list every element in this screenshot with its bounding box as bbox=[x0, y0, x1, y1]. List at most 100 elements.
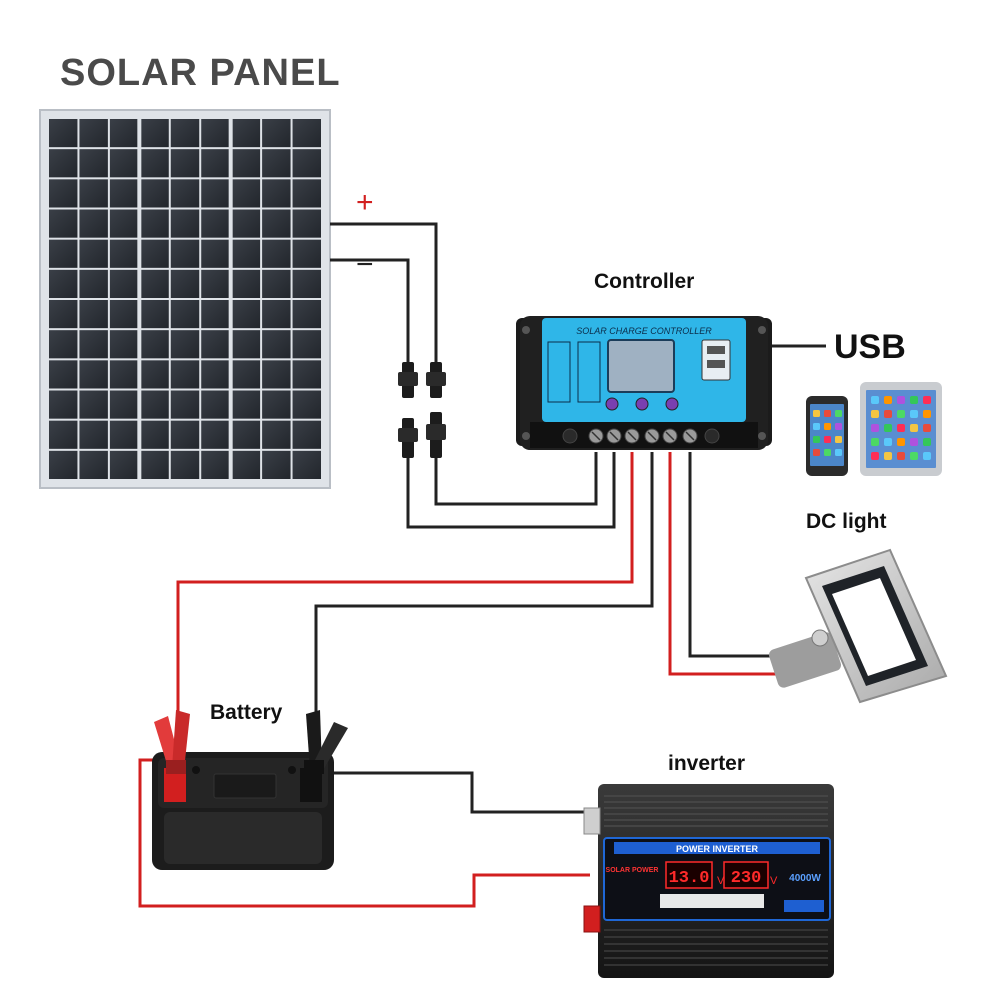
solar-cell bbox=[170, 330, 200, 359]
solar-cell bbox=[79, 119, 108, 148]
mc4-connector-left-bottom bbox=[398, 418, 418, 458]
app-icon bbox=[910, 396, 918, 404]
app-icon bbox=[835, 436, 842, 443]
solar-cell bbox=[231, 269, 261, 298]
solar-cell bbox=[79, 239, 108, 268]
solar-cell bbox=[79, 149, 108, 178]
app-icon bbox=[835, 410, 842, 417]
solar-cell bbox=[109, 269, 139, 298]
panel-busbar bbox=[228, 118, 233, 480]
panel-negative-wire bbox=[330, 258, 410, 362]
solar-cell bbox=[262, 179, 291, 208]
app-icon bbox=[824, 449, 831, 456]
mc4-connector-right-top bbox=[426, 362, 446, 398]
terminal-slot bbox=[627, 431, 637, 441]
solar-cell bbox=[292, 330, 321, 359]
app-icon bbox=[813, 423, 820, 430]
inverter-negative-wire bbox=[320, 771, 590, 814]
light-positive-wire bbox=[668, 452, 780, 676]
inverter-brand: SOLAR POWER bbox=[606, 867, 659, 874]
solar-cell bbox=[262, 239, 291, 268]
controller-button-menu[interactable] bbox=[605, 397, 619, 411]
controller-button-up[interactable] bbox=[665, 397, 679, 411]
solar-cell bbox=[170, 420, 200, 449]
battery-positive-terminal bbox=[164, 768, 186, 802]
app-icon bbox=[835, 449, 842, 456]
controller-icon-panel-2 bbox=[577, 341, 601, 403]
solar-cell bbox=[201, 360, 230, 389]
solar-cell bbox=[231, 119, 261, 148]
app-icon bbox=[824, 423, 831, 430]
app-icon bbox=[910, 452, 918, 460]
controller-button-down[interactable] bbox=[635, 397, 649, 411]
solar-cell bbox=[262, 420, 291, 449]
solar-cell bbox=[140, 119, 169, 148]
solar-cell bbox=[170, 390, 200, 419]
app-icon bbox=[884, 410, 892, 418]
solar-cell bbox=[109, 330, 139, 359]
inverter-power-rating: 4000W bbox=[789, 873, 821, 884]
controller-pv-negative-wire bbox=[406, 452, 616, 529]
app-icon bbox=[923, 410, 931, 418]
solar-cell bbox=[292, 390, 321, 419]
solar-cell bbox=[231, 390, 261, 419]
solar-cell bbox=[140, 269, 169, 298]
solar-cell bbox=[231, 300, 261, 329]
solar-cell bbox=[140, 360, 169, 389]
solar-cell bbox=[292, 420, 321, 449]
power-inverter: POWER INVERTER SOLAR POWER 13.0 V 230 V … bbox=[583, 784, 834, 978]
solar-cell bbox=[79, 179, 108, 208]
battery bbox=[152, 752, 334, 870]
negative-sign: − bbox=[356, 248, 374, 281]
usb-label: USB bbox=[834, 328, 906, 366]
solar-cell bbox=[79, 450, 108, 479]
panel-busbar bbox=[137, 118, 142, 480]
phone-app-grid bbox=[813, 410, 842, 456]
solar-cell bbox=[109, 209, 139, 238]
solar-cell bbox=[201, 450, 230, 479]
solar-cell bbox=[49, 119, 78, 148]
inverter-output-voltage: 230 bbox=[731, 869, 762, 888]
solar-cell bbox=[170, 360, 200, 389]
charge-controller: SOLAR CHARGE CONTROLLER bbox=[516, 316, 772, 450]
app-icon bbox=[884, 396, 892, 404]
solar-cell bbox=[140, 300, 169, 329]
solar-cell bbox=[201, 119, 230, 148]
solar-cell bbox=[292, 300, 321, 329]
controller-label: Controller bbox=[594, 270, 695, 293]
solar-cell bbox=[49, 420, 78, 449]
solar-cell bbox=[79, 209, 108, 238]
app-icon bbox=[884, 424, 892, 432]
controller-terminal-screw bbox=[562, 428, 578, 444]
terminal-slot bbox=[665, 431, 675, 441]
app-icon bbox=[813, 410, 820, 417]
app-icon bbox=[813, 449, 820, 456]
inverter-positive-input bbox=[583, 905, 601, 933]
solar-cell bbox=[170, 119, 200, 148]
solar-cell bbox=[201, 269, 230, 298]
terminal-slot bbox=[609, 431, 619, 441]
solar-cell bbox=[49, 360, 78, 389]
solar-cell bbox=[140, 239, 169, 268]
controller-terminal-screw bbox=[704, 428, 720, 444]
panel-cells bbox=[49, 118, 321, 480]
solar-cell bbox=[49, 300, 78, 329]
solar-cell bbox=[109, 239, 139, 268]
solar-cell bbox=[170, 450, 200, 479]
solar-cell bbox=[109, 179, 139, 208]
solar-cell bbox=[292, 239, 321, 268]
solar-cell bbox=[140, 390, 169, 419]
inverter-negative-input bbox=[583, 807, 601, 835]
app-icon bbox=[897, 396, 905, 404]
app-icon bbox=[871, 452, 879, 460]
solar-cell bbox=[292, 209, 321, 238]
smartphone bbox=[806, 396, 848, 476]
mc4-connector-left-top bbox=[398, 362, 418, 398]
solar-cell bbox=[109, 149, 139, 178]
inverter-positive-wire bbox=[138, 758, 590, 908]
solar-cell bbox=[262, 330, 291, 359]
solar-cell bbox=[262, 450, 291, 479]
controller-icon-panel bbox=[547, 341, 571, 403]
solar-cell bbox=[292, 119, 321, 148]
